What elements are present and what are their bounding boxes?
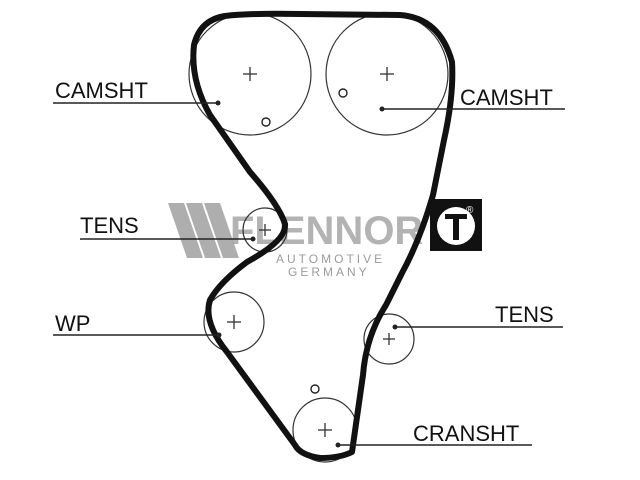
water-pump-pulley	[203, 291, 265, 353]
timing-belt	[190, 10, 456, 461]
labels: CAMSHT CAMSHT TENS WP TENS CRANSHT	[55, 78, 554, 446]
tensioner-lower-pulley	[363, 313, 415, 365]
badge-t-icon: ® T	[0, 0, 482, 251]
label-camshaft-left: CAMSHT	[55, 78, 148, 103]
watermark-brand: FLENNOR	[230, 209, 423, 253]
label-tensioner-lower: TENS	[495, 302, 554, 327]
label-water-pump: WP	[55, 311, 90, 336]
watermark: FLENNOR AUTOMOTIVE GERMANY ® T	[0, 0, 482, 279]
leader-lines	[53, 100, 565, 448]
watermark-tagline-line2: GERMANY	[288, 265, 370, 279]
camshaft-left-pulley	[188, 12, 312, 136]
registered-mark: ®	[466, 205, 474, 216]
camshaft-right-pulley	[325, 12, 449, 136]
badge-letter: T	[0, 0, 1, 1]
crankshaft-pulley	[292, 384, 358, 463]
watermark-tagline-line1: AUTOMOTIVE	[276, 252, 385, 266]
label-crankshaft: CRANSHT	[413, 421, 519, 446]
flennor-logo-icon	[168, 203, 239, 258]
label-tensioner-upper: TENS	[80, 213, 139, 238]
label-camshaft-right: CAMSHT	[460, 85, 553, 110]
